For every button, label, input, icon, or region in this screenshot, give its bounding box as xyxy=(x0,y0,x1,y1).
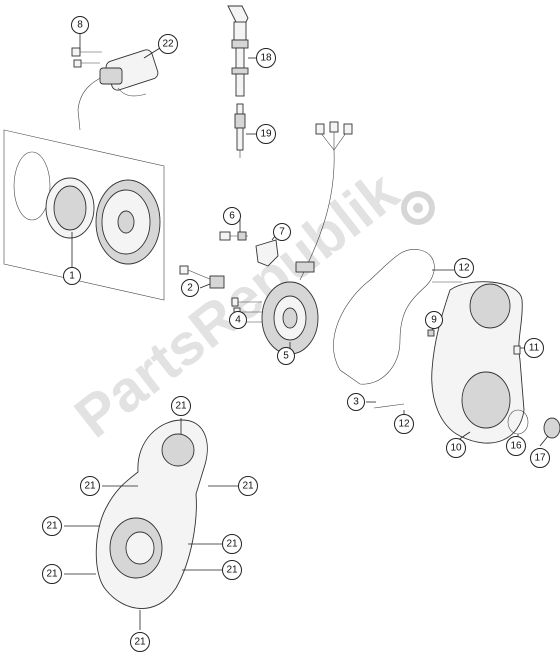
callout-9-label: 9 xyxy=(431,315,437,326)
callout-19-label: 19 xyxy=(260,129,272,140)
callout-6-label: 6 xyxy=(229,211,235,222)
callout-17-label: 17 xyxy=(534,453,546,464)
callout-7[interactable]: 7 xyxy=(273,223,291,241)
callout-12-top[interactable]: 12 xyxy=(454,258,474,278)
callout-1[interactable]: 1 xyxy=(63,267,81,285)
callout-21-top[interactable]: 21 xyxy=(171,396,191,416)
callout-21-lower-left-label: 21 xyxy=(46,569,58,580)
callout-21-upper-right-label: 21 xyxy=(242,481,254,492)
ignition-coil xyxy=(77,49,159,131)
callout-10[interactable]: 10 xyxy=(446,438,466,458)
screw-line-bottom xyxy=(373,403,405,409)
callout-21-bottom-label: 21 xyxy=(134,637,146,648)
cover-gasket xyxy=(333,249,435,385)
callout-4[interactable]: 4 xyxy=(229,311,247,329)
callout-21-lower-left[interactable]: 21 xyxy=(42,564,62,584)
flywheel-assembly xyxy=(3,129,165,301)
callout-2[interactable]: 2 xyxy=(181,279,199,297)
spark-plug xyxy=(234,103,246,158)
dowel-pin xyxy=(427,329,435,337)
watermark-gear-icon xyxy=(401,191,435,225)
callout-3-label: 3 xyxy=(353,397,359,408)
callout-22[interactable]: 22 xyxy=(158,34,178,54)
callout-21-top-label: 21 xyxy=(175,401,187,412)
callout-21-upper-left[interactable]: 21 xyxy=(80,476,100,496)
callout-1-label: 1 xyxy=(69,271,75,282)
callout-21-lower-right-label: 21 xyxy=(226,565,238,576)
stator xyxy=(261,121,353,355)
callout-21-mid-right[interactable]: 21 xyxy=(222,534,242,554)
callout-5[interactable]: 5 xyxy=(277,347,295,365)
callout-12-top-label: 12 xyxy=(458,263,470,274)
cover-screw xyxy=(513,345,521,355)
callout-21-mid-right-label: 21 xyxy=(226,539,238,550)
callout-21-upper-left-label: 21 xyxy=(84,481,96,492)
callout-4-label: 4 xyxy=(235,315,241,326)
cable-clamp xyxy=(255,239,279,267)
screw-set xyxy=(219,231,248,241)
callout-21-mid-left[interactable]: 21 xyxy=(42,516,62,536)
hex-bolt xyxy=(179,265,225,289)
callout-2-label: 2 xyxy=(187,283,193,294)
callout-6[interactable]: 6 xyxy=(223,207,241,225)
callout-3[interactable]: 3 xyxy=(347,393,365,411)
callout-21-upper-right[interactable]: 21 xyxy=(238,476,258,496)
callout-9[interactable]: 9 xyxy=(425,311,443,329)
mounting-bolt xyxy=(71,47,102,68)
screw-plug xyxy=(543,417,560,439)
callout-8-label: 8 xyxy=(77,20,83,31)
ignition-cover xyxy=(431,281,525,444)
callout-5-label: 5 xyxy=(283,351,289,362)
callout-21-lower-right[interactable]: 21 xyxy=(222,560,242,580)
callout-17[interactable]: 17 xyxy=(530,448,550,468)
callout-16[interactable]: 16 xyxy=(506,436,526,456)
callout-12-bottom-label: 12 xyxy=(398,419,410,430)
callout-22-label: 22 xyxy=(162,39,174,50)
callout-16-label: 16 xyxy=(510,441,522,452)
callout-8[interactable]: 8 xyxy=(71,16,89,34)
callout-11[interactable]: 11 xyxy=(524,338,544,358)
lower-ignition-cover xyxy=(95,419,208,609)
callout-18-label: 18 xyxy=(260,53,272,64)
callout-11-label: 11 xyxy=(529,343,540,354)
callout-21-bottom[interactable]: 21 xyxy=(130,632,150,652)
callout-19[interactable]: 19 xyxy=(256,124,276,144)
callout-18[interactable]: 18 xyxy=(256,48,276,68)
callout-7-label: 7 xyxy=(279,227,285,238)
callout-10-label: 10 xyxy=(450,443,462,454)
callout-21-mid-left-label: 21 xyxy=(46,521,58,532)
callout-12-bottom[interactable]: 12 xyxy=(394,414,414,434)
spark-plug-connector xyxy=(227,5,249,97)
